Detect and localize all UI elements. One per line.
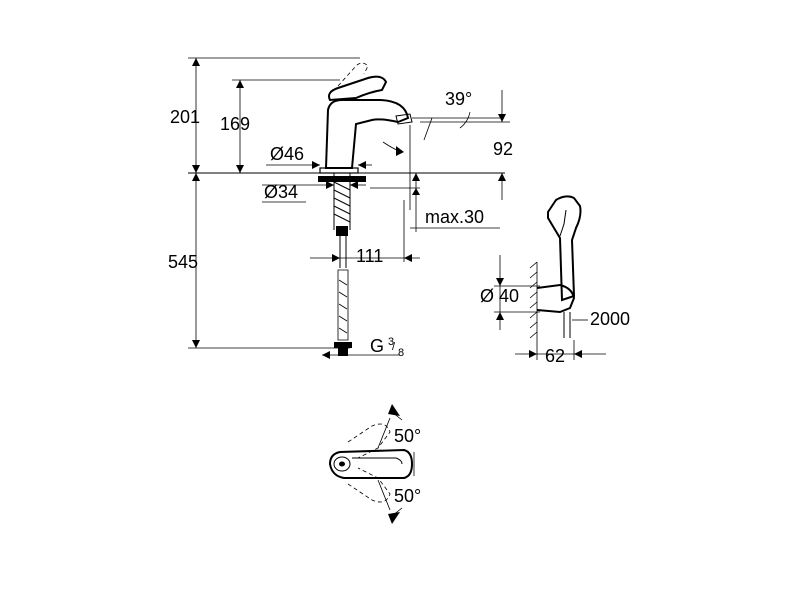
dim-spout-reach: 92 [493,139,513,159]
dim-holder-projection: 62 [545,346,565,366]
dim-hose-length: 2000 [590,309,630,329]
shower-head [547,195,582,302]
threaded-shank [318,173,366,236]
top-view: 50° 50° [328,404,421,524]
rotated-right-outline [347,467,391,503]
supply-hose [334,236,352,356]
dim-spout-height: 169 [220,114,250,134]
handle-lever [328,75,388,102]
dim-thread-base: G [370,336,384,356]
dim-holder-diameter: Ø 40 [480,286,519,306]
dim-hose-length-below: 545 [168,252,198,272]
dim-rotation-right: 50° [394,486,421,506]
dim-base-diameter: Ø46 [270,144,304,164]
dim-total-height: 201 [170,107,200,127]
thread-fraction-slash: / [392,341,396,353]
dim-shank-diameter: Ø34 [264,182,298,202]
rotated-left-outline [347,423,391,459]
spout-tip [395,113,413,125]
dim-spout-angle: 39° [445,89,472,109]
hand-shower-view: Ø 40 2000 62 [480,195,630,366]
dim-counter-thickness: max.30 [425,207,484,227]
handle-top [328,448,414,479]
dim-thread-num: 3 [388,336,394,348]
dim-projection: 111 [356,246,383,266]
dim-thread-den: 8 [398,347,404,359]
faucet-body [324,99,410,169]
dim-rotation-left: 50° [394,426,421,446]
faucet-side-view: 201 169 Ø46 Ø34 39° 92 [168,57,513,359]
